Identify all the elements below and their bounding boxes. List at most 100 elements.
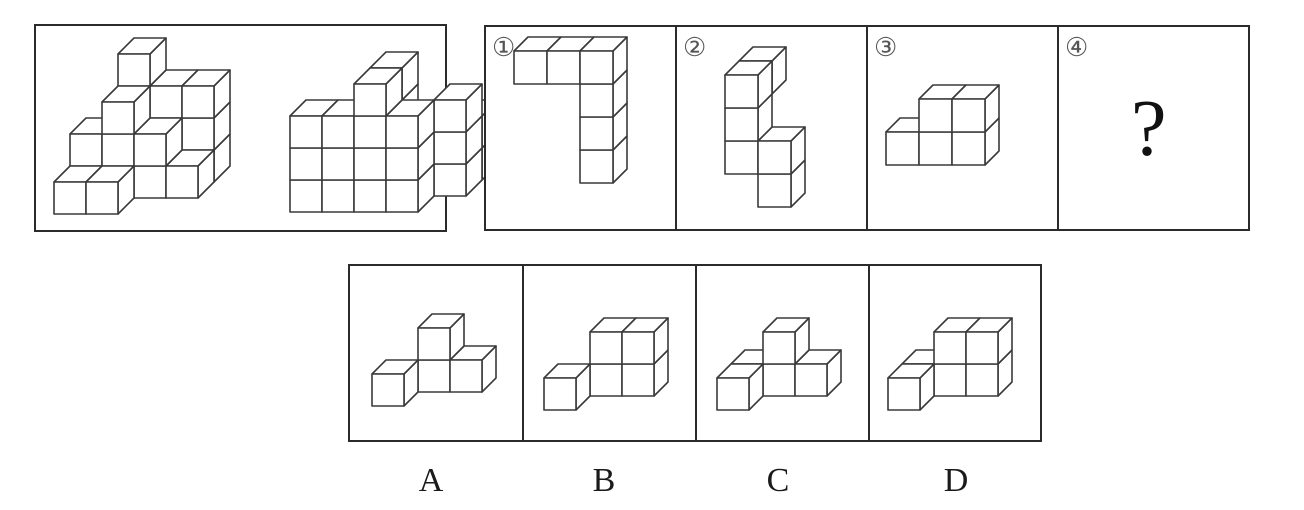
cube-front-face [289,147,323,181]
option-a-figure[interactable] [350,266,522,440]
cube-front-face [289,179,323,213]
cube [546,36,595,85]
cube [385,131,435,181]
cube-front-face [951,131,986,166]
cube-front-face [546,50,581,85]
cube [621,349,669,397]
cube-front-face [918,98,953,133]
cube [933,363,967,397]
cube [951,84,1000,133]
cube-front-face [69,133,103,167]
cube [321,179,355,213]
cube [579,135,628,184]
cube [918,84,967,133]
cube-front-face [165,165,199,199]
cube [385,163,435,213]
cube-front-face [449,359,483,393]
cube [579,102,628,151]
option-label-d[interactable]: D [943,462,969,499]
cube [762,317,810,365]
cube-front-face [181,117,215,151]
cube [371,359,419,407]
cube-front-face [353,83,387,117]
cube [433,115,483,165]
cube-front-face [433,163,467,197]
sequence-figure-2 [724,46,806,208]
sequence-figure-3 [885,84,1000,166]
cube-front-face [716,377,750,411]
sequence-label-4: ④ [1065,33,1089,63]
cube [353,147,387,181]
cube [289,147,323,181]
sequence-figure-1 [513,36,628,184]
cube-front-face [417,359,451,393]
cube [621,317,669,365]
cube-front-face [321,147,355,181]
cube [353,115,387,149]
cube [543,363,591,411]
cube-front-face [117,53,151,87]
cube-front-face [933,363,967,397]
cube-front-face [757,140,792,175]
cube [794,349,842,397]
options-divider-2 [695,266,697,440]
cube-front-face [181,85,215,119]
cube-front-face [133,165,167,199]
cube [117,37,167,87]
cube-front-face [353,115,387,149]
cube-front-face [589,331,623,365]
cube-front-face [589,363,623,397]
cube [716,363,764,411]
cube [757,126,806,175]
cube-front-face [149,85,183,119]
cube [724,93,773,142]
cube-front-face [965,363,999,397]
cube-front-face [417,327,451,361]
cube-front-face [289,115,323,149]
cube [433,83,483,133]
cube [85,165,135,215]
option-b-figure[interactable] [524,266,695,440]
option-c-figure[interactable] [697,266,868,440]
cube-front-face [724,140,759,175]
reference-solid-right [289,51,499,213]
option-label-c[interactable]: C [766,462,790,499]
cube [762,363,796,397]
sequence-divider-1 [675,27,677,229]
sequence-label-1: ① [492,33,516,63]
options-frame [348,264,1042,442]
cube [579,36,628,85]
cube-front-face [385,179,419,213]
cube [918,131,953,166]
cube-front-face [371,373,405,407]
cube [417,359,451,393]
cube [724,140,759,175]
cube-front-face [965,331,999,365]
cube-front-face [933,331,967,365]
cube-front-face [433,99,467,133]
cube-front-face [513,50,548,85]
cube-front-face [321,115,355,149]
option-d-figure[interactable] [870,266,1040,440]
option-label-b[interactable]: B [592,462,616,499]
cube [53,165,103,215]
sequence-frame: ① ② ③ ④ ? [484,25,1250,231]
cube-front-face [53,181,87,215]
cube-front-face [579,83,614,118]
cube [101,133,135,167]
cube-front-face [321,179,355,213]
cube [181,69,231,119]
cube [887,363,935,411]
cube [321,147,355,181]
cube [965,317,1013,365]
cube-front-face [918,131,953,166]
sequence-divider-2 [866,27,868,229]
cube [101,85,151,135]
cube-front-face [543,377,577,411]
cube-front-face [724,74,759,109]
cube-front-face [579,50,614,85]
option-label-a[interactable]: A [418,462,444,499]
cube-front-face [762,363,796,397]
cube-front-face [724,107,759,142]
cube [353,179,387,213]
